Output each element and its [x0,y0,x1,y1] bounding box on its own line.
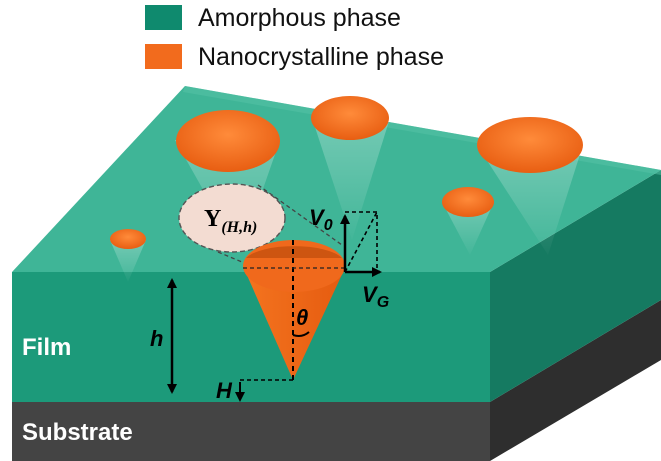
film-side-face [490,170,661,402]
crystal-cap-1 [176,110,280,172]
film-label: Film [22,334,71,361]
bubble-function-label: Y(H,h) [204,206,257,236]
substrate-label: Substrate [22,419,133,446]
legend-swatch-nanocrystalline [145,44,182,69]
main-crystal: θ [243,240,345,380]
velocity-vectors: V0 VG [309,205,389,311]
angle-label: θ [296,305,308,330]
legend-label-amorphous: Amorphous phase [198,4,401,32]
legend-swatch-amorphous [145,5,182,30]
substrate-side-face [490,300,661,461]
crystal-cone-3 [477,145,583,255]
height-offset-indicator: H [216,378,293,403]
bubble-connector-bottom [217,251,243,263]
v0-letter: V [309,205,326,230]
legend-label-nanocrystalline: Nanocrystalline phase [198,43,444,71]
crystal-cap-5 [110,229,146,249]
thickness-label: h [150,326,163,351]
vg-letter: V [362,282,379,307]
crystal-cone-4 [442,202,494,255]
v0-subscript: 0 [324,217,333,234]
vg-label: VG [362,282,389,311]
thickness-indicator: h [150,278,177,394]
substrate-front-face [12,402,490,461]
substrate-block: Substrate [12,300,661,461]
angle-arc [292,331,310,337]
crystal-cap-2 [311,96,389,140]
function-args: (H,h) [221,219,257,236]
bubble-ellipse [178,183,286,253]
bubble-callout: Y(H,h) [178,183,343,263]
crystal-cone-2 [312,118,390,240]
vg-subscript: G [377,294,389,311]
v0-label: V0 [309,205,333,234]
crystal-cap-4 [442,187,494,217]
crystal-cap-3 [477,117,583,173]
height-offset-label: H [216,378,233,403]
function-symbol: Y [204,206,221,232]
crystal-cone-5 [110,240,146,282]
resultant-dashed [344,211,378,273]
velocity-box-dashed [345,211,378,272]
film-front-face [12,272,490,402]
legend: Amorphous phase Nanocrystalline phase [145,4,444,71]
